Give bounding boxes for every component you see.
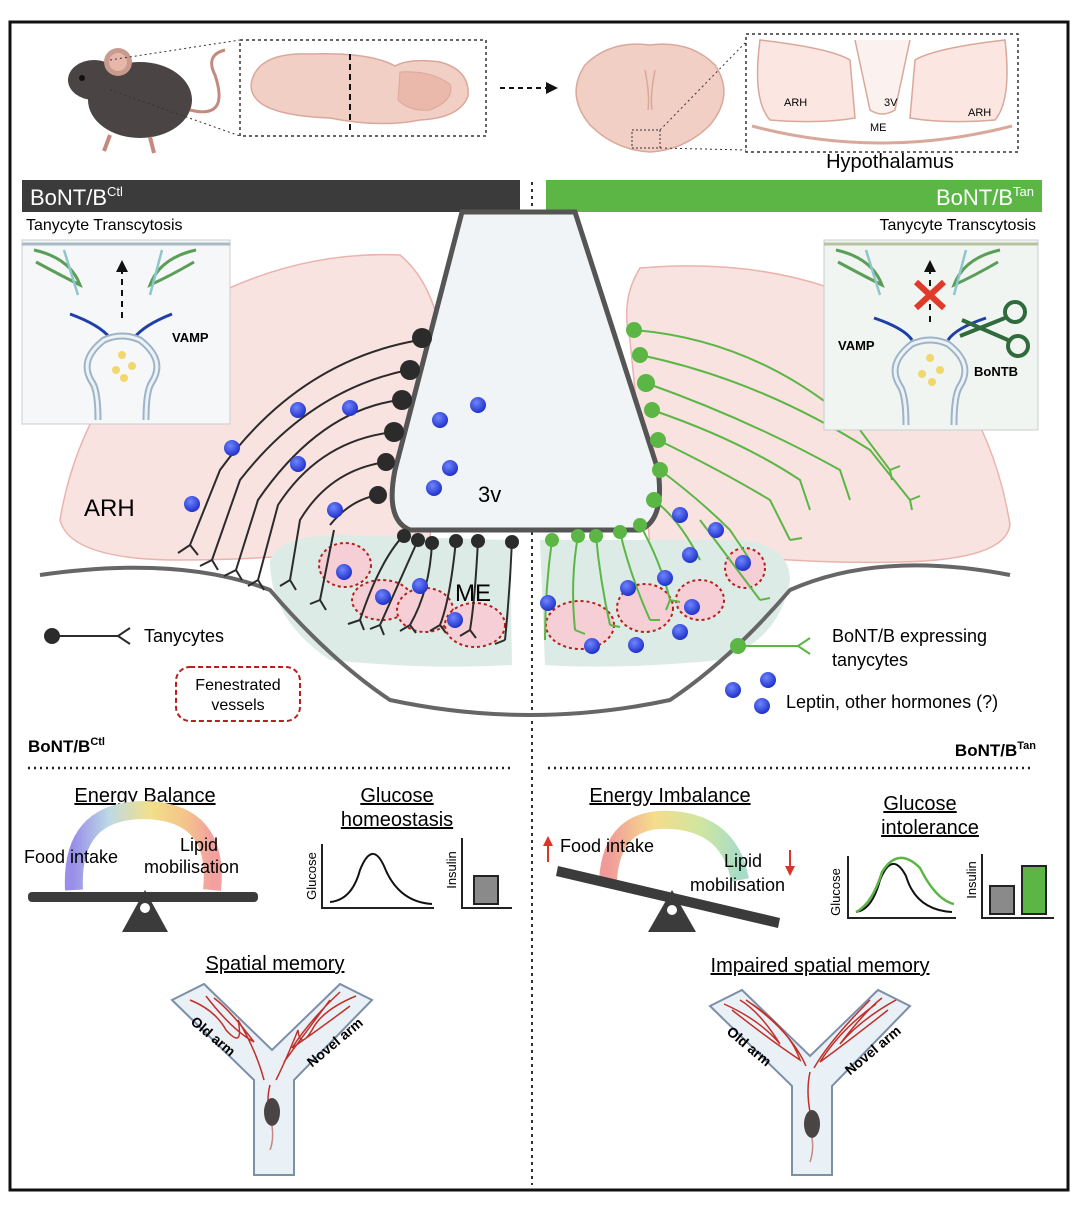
ctl-glucose-curve: [329, 853, 433, 905]
spatial-memory-title: Spatial memory: [206, 953, 345, 975]
ctl-lipid-label-line1: Lipid: [180, 835, 218, 855]
glucose-intolerance-title-line1: Glucose: [883, 793, 956, 815]
impaired-spatial-memory-title: Impaired spatial memory: [711, 955, 930, 977]
ctl-glucose-axes: [321, 844, 434, 909]
tan-section-label: BoNT/BTan: [955, 740, 1036, 760]
tanycytes-tan: [544, 329, 921, 641]
bont-legend-line1: BoNT/B expressing: [832, 626, 987, 646]
mini-arh-left-label: ARH: [784, 97, 807, 109]
tan-insulin-bar-ctl: [989, 885, 1015, 915]
tan-transcytosis-title: Tanycyte Transcytosis: [880, 217, 1037, 234]
tan-vamp-label: VAMP: [838, 338, 875, 353]
tan-glucose-axis-label: Glucose: [828, 868, 843, 916]
tanycyte-bodies-tan: [545, 322, 668, 547]
energy-balance-title: Energy Balance: [74, 785, 215, 807]
tan-glucose-curve-tan: [855, 856, 955, 914]
tan-lipid-label-line1: Lipid: [724, 851, 762, 871]
ctl-header-bar: [22, 180, 520, 212]
fenestrated-label-line2: vessels: [211, 697, 264, 714]
tan-insulin-axes: [981, 854, 1054, 919]
third-ventricle-label: 3v: [478, 482, 501, 507]
me-label: ME: [455, 580, 491, 607]
ctl-glucose-axis-label: Glucose: [304, 852, 319, 900]
tan-transcytosis-drawing: [824, 242, 1038, 426]
zoom-lines-left: [109, 39, 241, 137]
hypothalamus-box: [745, 33, 1019, 153]
brain-floor-line: [39, 563, 1011, 717]
tan-lipid-label-line2: mobilisation: [690, 875, 785, 895]
glucose-intolerance-title-line2: intolerance: [881, 817, 979, 839]
coronal-brain-icon: [575, 43, 725, 153]
fenestrated-legend-box: [175, 666, 301, 722]
tanycyte-bodies-ctl: [369, 328, 519, 550]
glucose-homeostasis-title-line2: homeostasis: [341, 809, 453, 831]
fenestrated-label-line1: Fenestrated: [195, 677, 280, 694]
tan-header-label: BoNT/BTan: [936, 184, 1034, 210]
ctl-transcytosis-title: Tanycyte Transcytosis: [26, 217, 183, 234]
mini-3v-label: 3V: [884, 97, 898, 109]
bont-tanycyte-legend-icon: [730, 637, 811, 655]
tan-food-intake-label: Food intake: [560, 836, 654, 856]
hypothalamus-mini: [751, 39, 1013, 145]
tanycytes-legend-label: Tanycytes: [144, 626, 224, 646]
energy-balance-arc: [64, 800, 222, 891]
hormone-legend-label: Leptin, other hormones (?): [786, 692, 998, 712]
bont-legend-line2: tanycytes: [832, 650, 908, 670]
hormone-legend-icon: [725, 672, 776, 714]
mouse-icon: [68, 48, 226, 154]
bontb-label: BoNTB: [974, 364, 1018, 379]
ctl-section-label: BoNT/BCtl: [28, 736, 105, 756]
ctl-lipid-label-line2: mobilisation: [144, 857, 239, 877]
hypothalamus-label: Hypothalamus: [826, 151, 954, 173]
sagittal-brain-icon: [250, 53, 469, 134]
tan-insulin-axis-label: Insulin: [964, 861, 979, 899]
sagittal-box: [239, 39, 487, 137]
tan-glucose-axes: [847, 856, 956, 919]
ctl-insulin-axes: [461, 838, 512, 909]
ctl-food-intake-label: Food intake: [24, 847, 118, 867]
tanycyte-legend-icon: [44, 627, 131, 645]
mini-me-label: ME: [870, 122, 887, 134]
hormone-dots: [184, 397, 751, 654]
glucose-homeostasis-title-line1: Glucose: [360, 785, 433, 807]
ctl-insulin-axis-label: Insulin: [444, 851, 459, 889]
arh-label: ARH: [84, 495, 135, 522]
ctl-transcytosis-drawing: [22, 242, 230, 421]
ctl-insulin-bar: [473, 875, 499, 905]
mini-arh-right-label: ARH: [968, 107, 991, 119]
tan-insulin-bar-tan: [1021, 865, 1047, 915]
tan-glucose-curve-ctl: [855, 863, 953, 913]
tan-header-bar: [546, 180, 1042, 212]
energy-imbalance-title: Energy Imbalance: [589, 785, 750, 807]
ctl-header-label: BoNT/BCtl: [30, 184, 123, 210]
energy-imbalance-arc: [599, 810, 749, 882]
zoom-lines-right: [659, 41, 747, 151]
scissors-icon: [959, 300, 1030, 358]
ctl-vamp-label: VAMP: [172, 330, 209, 345]
outer-frame: [8, 20, 1070, 1192]
tan-y-maze: [708, 988, 912, 1176]
ctl-y-maze: [170, 982, 374, 1176]
